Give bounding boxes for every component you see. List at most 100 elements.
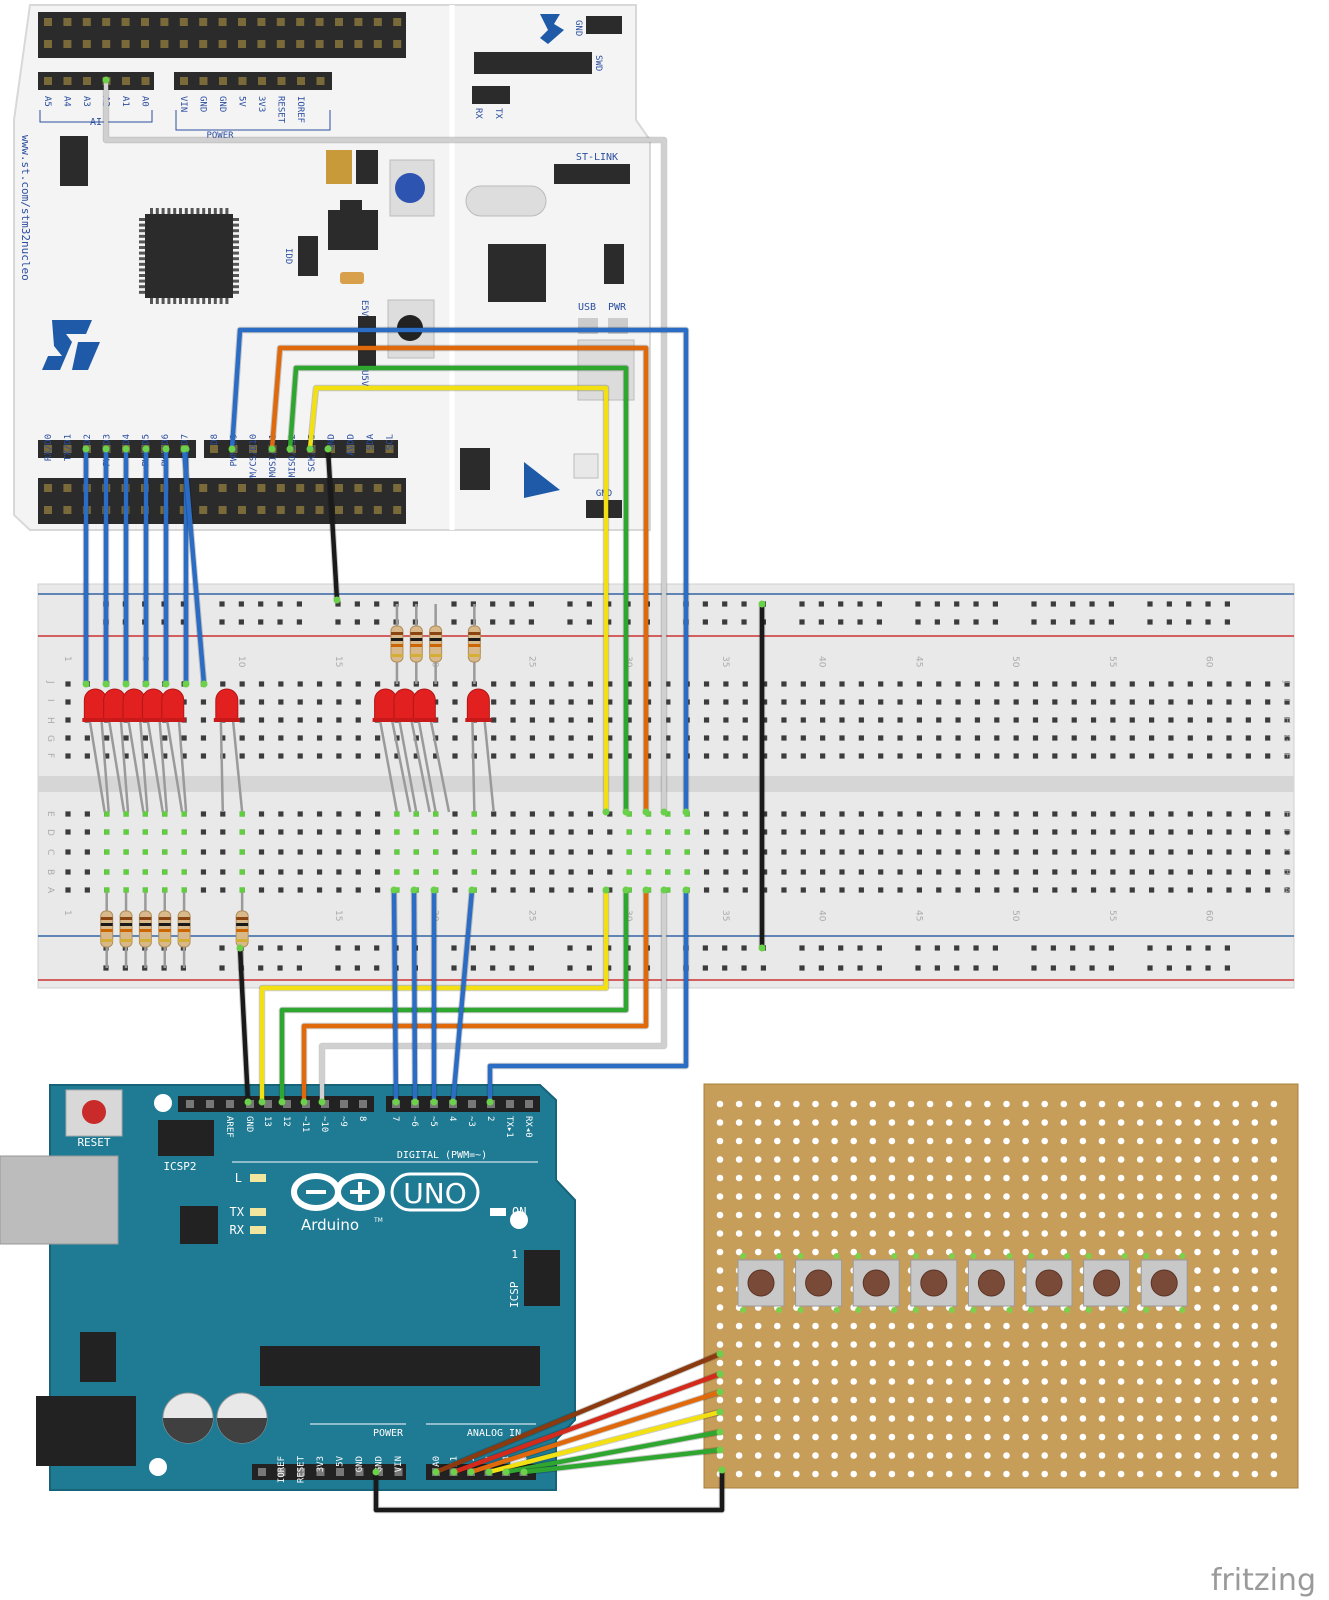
breadboard-hole	[762, 735, 768, 741]
perfboard-hole	[1175, 1415, 1182, 1422]
perfboard-hole	[1022, 1248, 1029, 1256]
digital-pin	[63, 445, 72, 453]
breadboard-hole	[800, 735, 806, 741]
breadboard-hole	[181, 753, 187, 759]
led-rim	[101, 718, 128, 722]
analog-pin-label: A5	[42, 96, 52, 107]
stlink-label: ST-LINK	[576, 152, 618, 163]
breadboard-hole	[1226, 869, 1232, 875]
perfboard-hole	[869, 1415, 877, 1422]
breadboard-hole	[1129, 681, 1135, 687]
resistor-band	[178, 923, 191, 926]
led-lead	[146, 717, 164, 813]
arduino-reset-button[interactable]	[82, 1100, 106, 1124]
connected-hole	[471, 829, 477, 835]
pwr-label: PWR	[608, 302, 627, 313]
perfboard-hole	[1022, 1174, 1029, 1182]
power-header	[174, 72, 332, 90]
breadboard-hole	[297, 829, 303, 835]
mcu-pin	[150, 208, 153, 214]
breadboard-hole	[665, 681, 671, 687]
perfboard-hole	[1136, 1248, 1144, 1256]
perfboard-hole	[850, 1100, 857, 1108]
perfboard-hole	[716, 1322, 724, 1330]
header-pin	[315, 18, 324, 26]
rail-hole	[722, 965, 728, 971]
perfboard-hole	[1060, 1396, 1068, 1404]
perfboard-hole	[754, 1378, 762, 1385]
header-pin	[354, 40, 363, 48]
perfboard-hole	[716, 1304, 724, 1311]
wire-analog-perf	[503, 1429, 723, 1475]
breadboard-hole	[742, 681, 748, 687]
header-pin	[63, 18, 72, 26]
perfboard-hole	[812, 1378, 819, 1385]
power-pin	[336, 1468, 344, 1476]
perfboard-hole	[716, 1230, 724, 1237]
led-rim	[465, 718, 492, 722]
breadboard-hole	[723, 829, 729, 835]
breadboard-hole	[355, 699, 361, 705]
pin-marker	[912, 1253, 919, 1259]
perfboard-hole	[926, 1211, 934, 1219]
breadboard-hole	[839, 717, 845, 723]
breadboard-hole	[1284, 829, 1290, 835]
wire-end	[449, 1098, 457, 1106]
icsp-one-label: 1	[511, 1248, 518, 1261]
perfboard-hole	[1213, 1174, 1220, 1182]
column-number: 60	[1204, 910, 1214, 922]
digital-pin-label: SCK/D13	[308, 434, 318, 472]
rail-hole	[219, 965, 225, 971]
perfboard-hole	[1041, 1211, 1048, 1219]
perfboard-hole	[774, 1193, 781, 1200]
breadboard-hole	[452, 717, 458, 723]
perfboard-hole	[888, 1359, 896, 1367]
perfboard-hole	[1041, 1396, 1048, 1404]
perfboard-hole	[735, 1452, 743, 1459]
perfboard-hole	[1232, 1359, 1239, 1367]
breadboard-hole	[723, 869, 729, 875]
perfboard-hole	[1003, 1359, 1010, 1367]
breadboard-hole	[1090, 699, 1097, 705]
wire-end	[180, 445, 188, 453]
breadboard-hole	[1207, 699, 1213, 705]
led-lead	[165, 717, 184, 813]
power-pin-label: 3V3	[256, 96, 266, 112]
perfboard-hole	[812, 1174, 819, 1182]
wire-end	[660, 808, 668, 816]
perfboard-hole	[793, 1119, 800, 1126]
perfboard-hole	[965, 1230, 972, 1237]
perfboard-hole	[1079, 1378, 1087, 1385]
breadboard-hole	[974, 829, 981, 835]
breadboard-hole	[820, 829, 826, 835]
breadboard-hole	[665, 717, 671, 723]
user-button[interactable]	[395, 173, 425, 203]
push-button-cap	[1150, 1269, 1178, 1297]
rail-hole	[567, 945, 573, 951]
breadboard-hole	[1013, 717, 1019, 723]
breadboard-hole	[1090, 887, 1097, 893]
breadboard-hole	[994, 887, 1000, 893]
analog-pin	[122, 77, 130, 85]
header-pin	[296, 484, 305, 492]
wire-ard-gnd	[237, 945, 251, 1105]
perfboard-hole	[1117, 1230, 1125, 1237]
mcu-pin	[139, 279, 145, 283]
breadboard-hole	[723, 753, 729, 759]
digital-pin-label: SCL	[386, 434, 396, 450]
breadboard-hole	[200, 735, 207, 741]
mcu-pin	[179, 298, 182, 304]
wire-end	[228, 445, 236, 453]
mcu-pin	[233, 223, 239, 227]
breadboard-hole	[820, 735, 826, 741]
perfboard-hole	[1232, 1137, 1239, 1145]
breadboard-hole	[607, 717, 613, 723]
perfboard-hole	[869, 1193, 877, 1200]
header-pin	[315, 506, 324, 514]
connected-hole	[471, 869, 477, 875]
rail-hole	[741, 619, 747, 625]
breadboard-hole	[800, 829, 806, 835]
wire-end	[602, 808, 610, 816]
breadboard-hole	[916, 735, 922, 741]
breadboard-hole	[316, 829, 323, 835]
